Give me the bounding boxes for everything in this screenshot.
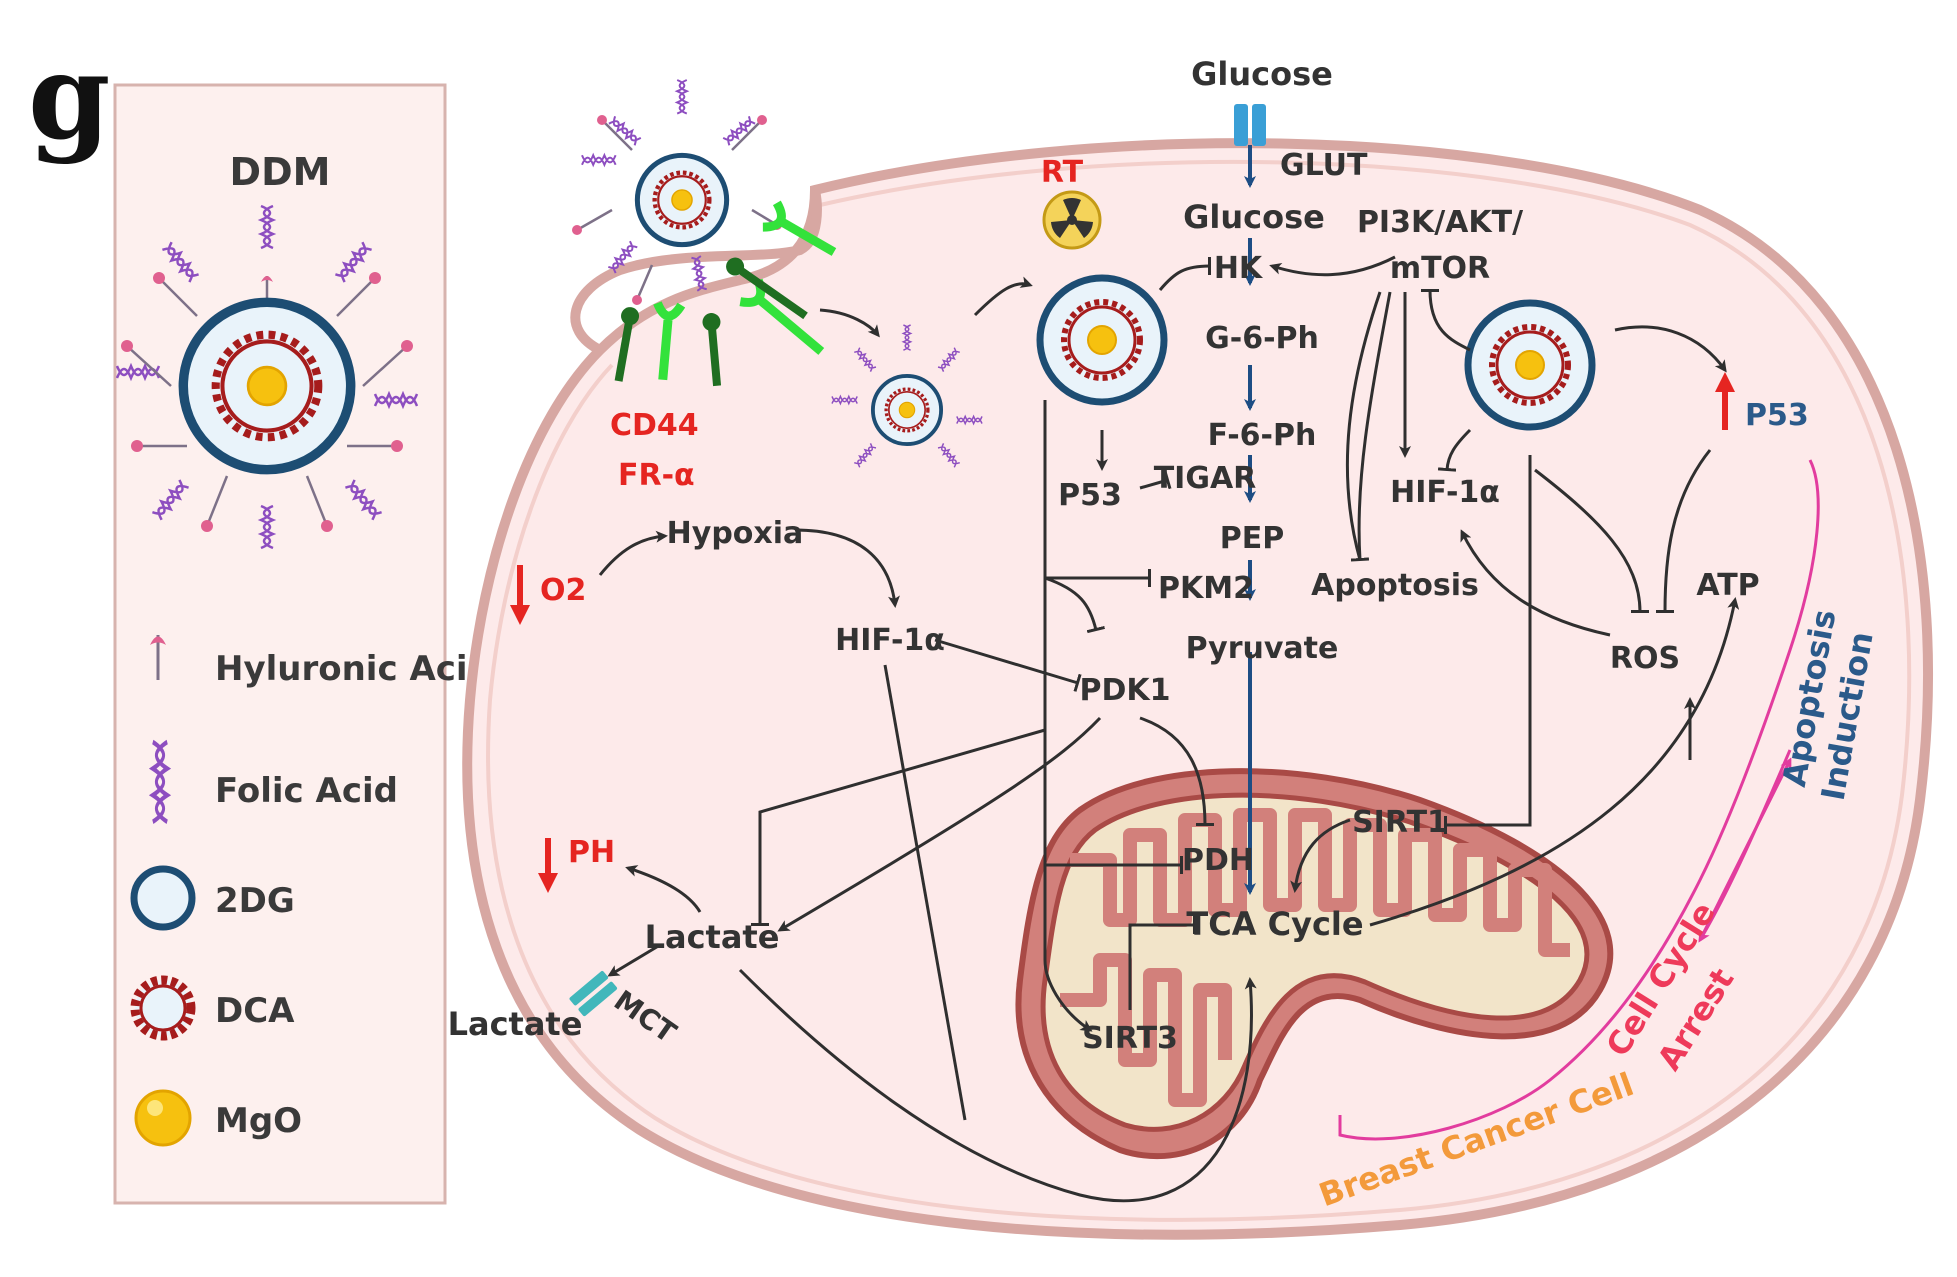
label-hk: HK	[1214, 251, 1264, 286]
legend-item-hyaluronic-acid: Hyluronic Acid	[150, 635, 492, 689]
label-hif1a-left: HIF-1α	[835, 623, 945, 658]
glut-transporter	[1234, 104, 1266, 146]
cristae-bottom	[1060, 953, 1232, 1107]
legend-item-mgo: MgO	[134, 1089, 302, 1147]
legend-panel: DDM Hyluronic Acid	[113, 83, 492, 1205]
nanoparticle-right	[1468, 303, 1592, 427]
label-pdk1: PDK1	[1079, 673, 1170, 708]
cristae-top	[1070, 808, 1570, 957]
label-o2: O2	[540, 573, 586, 608]
legend-label: DCA	[215, 991, 295, 1031]
ph-down-arrow	[538, 873, 558, 893]
legend-item-2dg: 2DG	[130, 865, 295, 931]
legend-item-folic-acid: Folic Acid	[153, 742, 398, 822]
label-tigar: TIGAR	[1154, 461, 1257, 496]
outcome-pink-lines	[1338, 459, 1820, 1141]
ddm-nanoparticle-outside	[572, 78, 782, 305]
legend-label: Hyluronic Acid	[215, 649, 492, 689]
cd44-receptors	[653, 200, 837, 381]
label-ph: PH	[568, 835, 615, 870]
mitochondrion	[1015, 768, 1614, 1160]
label-sirt3: SIRT3	[1082, 1021, 1178, 1056]
hyaluronic-acid-icon	[150, 635, 166, 680]
nanoparticle-center	[1040, 278, 1164, 402]
radiation-icon	[1042, 190, 1102, 250]
label-pi3k-akt: PI3K/AKT/	[1357, 205, 1523, 240]
panel-letter: g	[28, 27, 111, 166]
label-apoptosis: Apoptosis	[1311, 568, 1479, 603]
mgo-core-icon	[134, 1089, 192, 1147]
label-lactate-inside: Lactate	[645, 918, 780, 956]
label-p53-right: P53	[1745, 398, 1809, 433]
label-rt: RT	[1041, 155, 1084, 190]
label-pep: PEP	[1220, 521, 1284, 556]
label-mtor: mTOR	[1390, 251, 1490, 286]
regulatory-lines	[598, 255, 1740, 1203]
p53-up-arrow	[1715, 372, 1735, 392]
label-lactate-outside: Lactate	[448, 1005, 583, 1043]
endocytic-pocket	[570, 189, 822, 355]
label-f6ph: F-6-Ph	[1208, 418, 1317, 453]
ddm-nanoparticle-icon	[115, 204, 419, 550]
label-tca-cycle: TCA Cycle	[1186, 905, 1363, 943]
label-sirt1: SIRT1	[1352, 805, 1448, 840]
mct-transporter	[569, 971, 618, 1017]
label-g6ph: G-6-Ph	[1205, 321, 1319, 356]
label-glucose-outside: Glucose	[1191, 55, 1333, 93]
label-glut: GLUT	[1280, 148, 1368, 183]
dca-ring-icon	[130, 975, 196, 1041]
legend-item-dca: DCA	[130, 975, 295, 1041]
label-fr-alpha: FR-α	[618, 458, 695, 493]
legend-label: 2DG	[215, 881, 295, 921]
legend-title: DDM	[230, 150, 331, 194]
legend-label: Folic Acid	[215, 771, 398, 811]
label-pkm2: PKM2	[1158, 571, 1254, 606]
label-glucose: Glucose	[1183, 198, 1325, 236]
label-cd44: CD44	[610, 408, 699, 443]
label-hypoxia: Hypoxia	[667, 516, 804, 551]
o2-down-arrow	[510, 605, 530, 625]
label-p53-left: P53	[1058, 478, 1122, 513]
label-atp: ATP	[1696, 568, 1759, 603]
label-hif1a-right: HIF-1α	[1390, 475, 1500, 510]
label-pyruvate: Pyruvate	[1186, 631, 1339, 666]
label-pdh: PDH	[1182, 843, 1254, 878]
2dg-shell-icon	[130, 865, 196, 931]
legend-label: MgO	[215, 1101, 302, 1141]
label-ros: ROS	[1610, 641, 1680, 676]
red-indicator-arrows	[510, 372, 1735, 893]
fr-alpha-receptors	[614, 257, 808, 387]
